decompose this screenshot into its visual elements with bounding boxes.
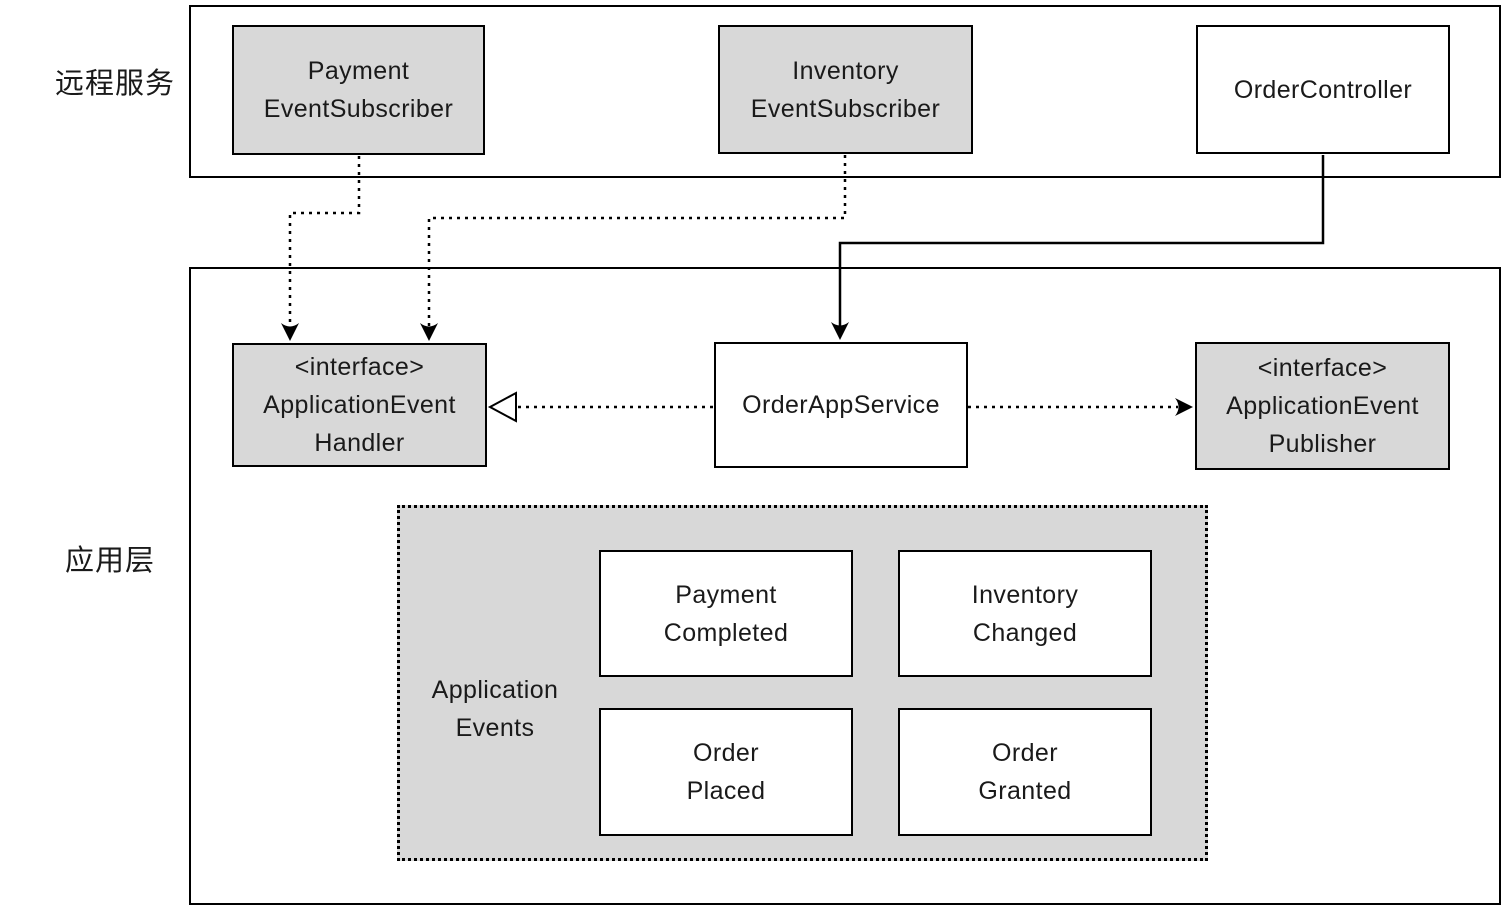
application-events-label-line2: Events [455,714,535,742]
inventory-event-subscriber-line2: EventSubscriber [750,94,941,123]
application-layer-label: 应用层 [64,545,155,577]
order-granted-line2: Granted [978,777,1072,805]
application-event-handler-box: <interface> ApplicationEvent Handler [232,343,487,467]
payment-event-subscriber-box: Payment EventSubscriber [232,25,485,155]
application-event-publisher-box: <interface> ApplicationEvent Publisher [1195,342,1450,470]
payment-completed-line2: Completed [663,618,789,647]
application-events-label-line1: Application [431,676,559,704]
order-granted-event-box: Order Granted [898,708,1152,836]
application-event-handler-stereotype: <interface> [294,353,425,381]
order-app-service-box: OrderAppService [714,342,968,468]
order-controller-label: OrderController [1233,75,1413,104]
order-controller-box: OrderController [1196,25,1450,154]
inventory-changed-line1: Inventory [971,580,1079,609]
payment-event-subscriber-line2: EventSubscriber [263,95,454,123]
application-event-publisher-stereotype: <interface> [1257,354,1388,382]
remote-layer-label: 远程服务 [54,68,175,100]
order-placed-line1: Order [693,739,759,767]
inventory-event-subscriber-box: Inventory EventSubscriber [718,25,973,154]
order-placed-line2: Placed [686,777,766,805]
inventory-changed-line2: Changed [972,618,1078,647]
application-events-label: Application Events [405,671,585,747]
inventory-changed-event-box: Inventory Changed [898,550,1152,677]
payment-completed-event-box: Payment Completed [599,550,853,677]
order-placed-event-box: Order Placed [599,708,853,836]
application-event-handler-line1: ApplicationEvent [263,391,456,419]
application-event-publisher-line1: ApplicationEvent [1226,392,1419,420]
application-event-handler-line2: Handler [314,429,405,457]
order-granted-line1: Order [992,739,1058,767]
payment-event-subscriber-line1: Payment [307,57,410,85]
application-event-publisher-line2: Publisher [1268,430,1377,458]
inventory-event-subscriber-line1: Inventory [792,56,899,85]
payment-completed-line1: Payment [675,580,777,609]
order-app-service-label: OrderAppService [742,391,940,419]
